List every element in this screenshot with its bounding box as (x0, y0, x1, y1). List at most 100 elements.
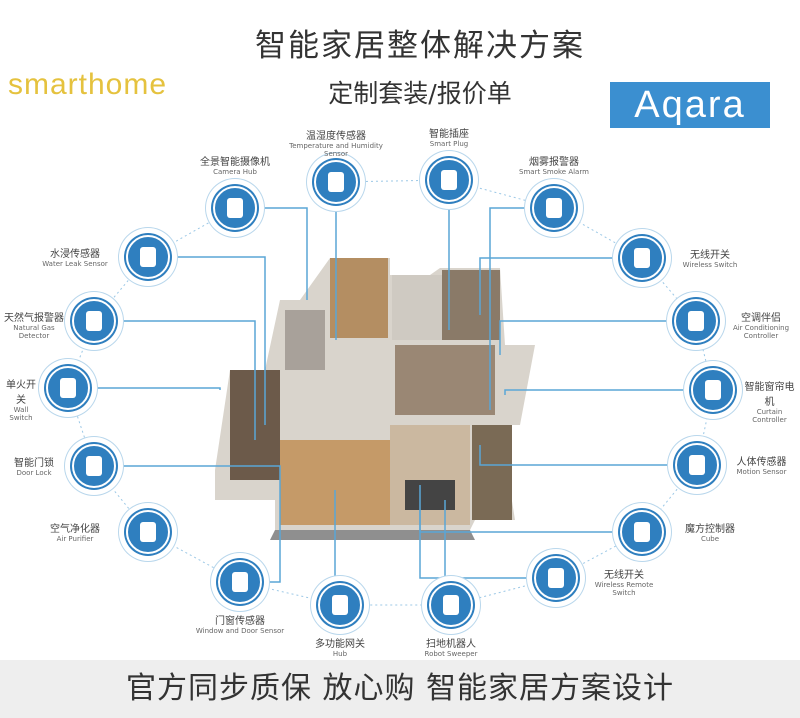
connection-line (94, 320, 256, 440)
connection-line (235, 207, 308, 300)
device-node[interactable] (620, 510, 664, 554)
device-node[interactable] (72, 299, 116, 343)
page-title: 智能家居整体解决方案 (255, 28, 585, 64)
device-node[interactable] (534, 556, 578, 600)
connection-line (148, 256, 266, 425)
device-name-cn: 温湿度传感器 (306, 131, 366, 142)
device-name-en: Wireless Remote Switch (594, 581, 654, 597)
robot-sweeper-icon (443, 595, 459, 615)
wireless-switch-icon (634, 248, 650, 268)
device-name-cn: 扫地机器人 (426, 639, 476, 650)
device-name-cn: 智能窗帘电机 (744, 382, 795, 408)
device-name-cn: 全景智能摄像机 (200, 157, 270, 168)
device-node[interactable] (46, 366, 90, 410)
device-node[interactable] (213, 186, 257, 230)
device-name-en: Water Leak Sensor (42, 260, 108, 268)
device-node[interactable] (72, 444, 116, 488)
device-name-en: Window and Door Sensor (195, 627, 285, 635)
plug-icon (441, 170, 457, 190)
device-node[interactable] (318, 583, 362, 627)
connection-line (504, 389, 713, 395)
device-name-en: Air Purifier (56, 535, 94, 543)
device-name-en: Motion Sensor (736, 468, 787, 476)
device-name-en: Hub (332, 650, 348, 658)
connection-line (479, 257, 642, 315)
smoke-alarm-icon (546, 198, 562, 218)
device-name-en: Robot Sweeper (424, 650, 478, 658)
footer-banner: 官方同步质保 放心购 智能家居方案设计 (0, 660, 800, 718)
device-name-cn: 烟雾报警器 (529, 157, 579, 168)
device-node[interactable] (427, 158, 471, 202)
connection-line (68, 387, 221, 390)
floor-plan-diagram (67, 179, 714, 606)
device-node[interactable] (126, 510, 170, 554)
device-name-en: Cube (700, 535, 720, 543)
device-name-cn: 单火开关 (6, 380, 36, 406)
ac-controller-icon (688, 311, 704, 331)
device-node[interactable] (429, 583, 473, 627)
device-name-cn: 空气净化器 (50, 524, 100, 535)
device-name-cn: 空调伴侣 (741, 313, 781, 324)
device-name-en: Camera Hub (213, 168, 257, 176)
wall-switch-icon (60, 378, 76, 398)
device-name-en: Door Lock (16, 469, 52, 477)
connection-line (94, 465, 281, 480)
device-name-en: Wireless Switch (682, 261, 738, 269)
device-name-cn: 无线开关 (604, 570, 644, 581)
thermometer-icon (328, 172, 344, 192)
remote-switch-icon (548, 568, 564, 588)
brand-text: smarthome (8, 68, 168, 101)
device-name-cn: 无线开关 (690, 250, 730, 261)
device-name-cn: 魔方控制器 (685, 524, 735, 535)
page-subtitle: 定制套装/报价单 (328, 79, 512, 108)
device-name-en: Natural Gas Detector (13, 324, 55, 340)
device-name-cn: 水浸传感器 (50, 249, 100, 260)
device-name-cn: 门窗传感器 (215, 616, 265, 627)
device-name-cn: 多功能网关 (315, 639, 365, 650)
hub-icon (332, 595, 348, 615)
camera-icon (227, 198, 243, 218)
device-node[interactable] (691, 368, 735, 412)
device-node[interactable] (532, 186, 576, 230)
device-node[interactable] (675, 443, 719, 487)
curtain-icon (705, 380, 721, 400)
floor-plan (215, 258, 535, 540)
air-purifier-icon (140, 522, 156, 542)
device-name-en: Curtain Controller (752, 408, 787, 424)
connection-line (419, 510, 556, 579)
connection-line (499, 320, 696, 355)
device-name-en: Smart Smoke Alarm (519, 168, 589, 176)
device-name-cn: 人体传感器 (736, 457, 787, 468)
device-name-en: Wall Switch (9, 406, 33, 422)
device-node[interactable] (674, 299, 718, 343)
device-node[interactable] (126, 235, 170, 279)
aqara-logo: Aqara (610, 82, 770, 128)
device-name-cn: 智能插座 (429, 129, 469, 140)
door-lock-icon (86, 456, 102, 476)
device-name-cn: 智能门锁 (14, 458, 54, 469)
device-node[interactable] (620, 236, 664, 280)
connection-line (479, 445, 697, 466)
device-name-en: Air Conditioning Controller (732, 324, 790, 340)
water-leak-icon (140, 247, 156, 267)
device-node[interactable] (218, 560, 262, 604)
device-node[interactable] (314, 160, 358, 204)
gas-detector-icon (86, 311, 102, 331)
